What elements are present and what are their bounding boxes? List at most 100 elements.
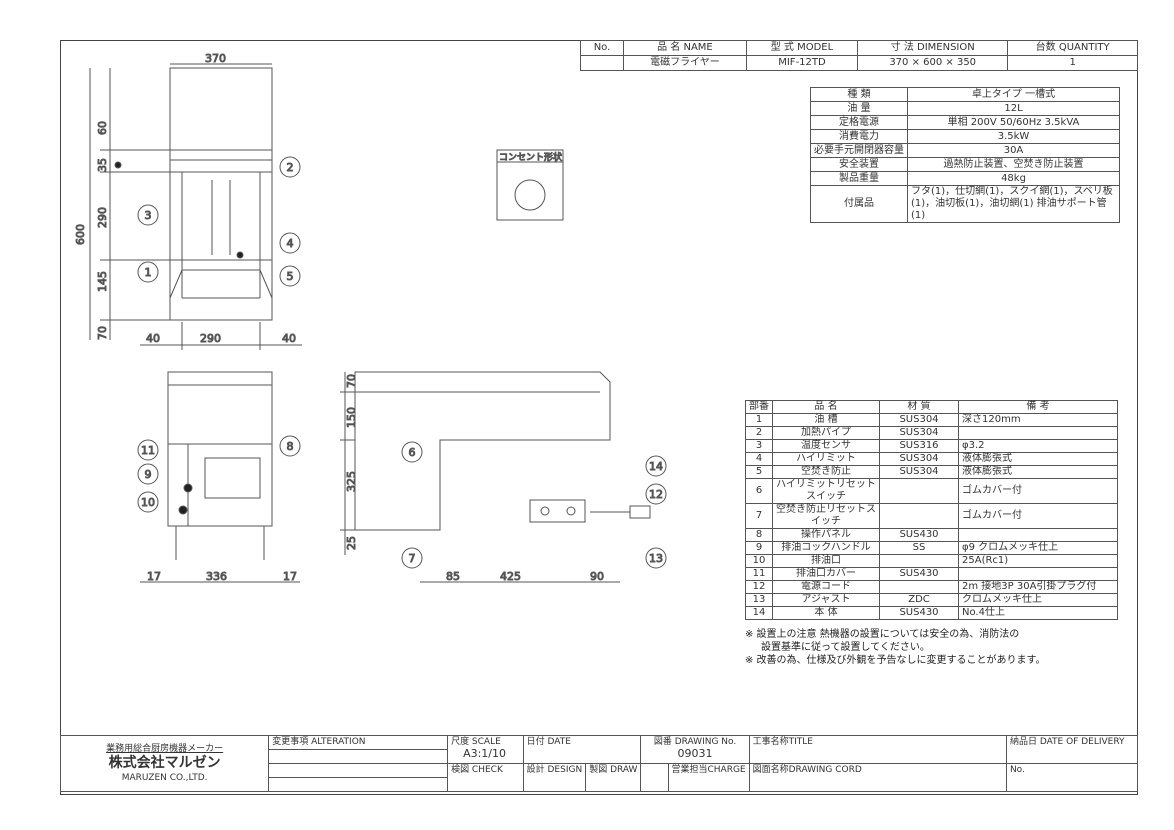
cord-label: 図面名称DRAWING CORD [748,763,1007,792]
draw-label: 製図 DRAW [585,763,642,792]
drawing-no-label: 図番 DRAWING No. [653,737,737,747]
outlet-icon [514,179,546,211]
dim-label: 336 [206,570,227,583]
callout-circle [401,547,423,569]
header-value: 370 × 600 × 350 [857,55,1009,71]
part-material [879,478,959,504]
spec-row: 安全装置過熱防止装置、空焚き防止装置 [810,157,1120,172]
callout-label: 13 [649,552,663,565]
callout-label: 12 [649,488,663,501]
callout-circle [279,435,301,457]
spec-row: 定格電源単相 200V 50/60Hz 3.5kVA [810,115,1120,130]
dim-label: 17 [283,570,297,583]
dim-label: 325 [345,471,358,492]
no-label: No. [1005,763,1139,792]
dim-label: 145 [96,271,109,292]
empty-cell [640,763,669,792]
dim-label: 40 [146,332,160,345]
callout-circle [279,232,301,254]
front-view [89,63,302,350]
callout-circle [401,441,423,463]
part-remark: ゴムカバー付 [958,503,1118,529]
design-label: 設計 DESIGN [522,763,587,792]
scale-label: 尺度 SCALE [451,737,501,747]
dim-label: 40 [282,332,296,345]
callout-label: 11 [141,444,155,457]
notes: ※ 設置上の注意 熱機器の設置については安全の為、消防法の設置基準に従って設置し… [745,628,1118,667]
company-en: MARUZEN CO.,LTD. [121,773,208,783]
company-logo: 株式会社マルゼン [108,755,221,771]
maker-cell: 業務用総合厨房機器メーカー 株式会社マルゼン MARUZEN CO.,LTD. [59,735,270,792]
title-label: 工事名称TITLE [748,735,1007,764]
callout-circle [137,439,159,461]
dim-label: 290 [96,207,109,228]
callout-circle [137,261,159,283]
title-block: 業務用総合厨房機器メーカー 株式会社マルゼン MARUZEN CO.,LTD. … [59,735,1139,792]
header-value [580,55,624,71]
part-material: SUS430 [879,606,959,620]
callout-label: 2 [287,161,294,174]
outlet-label: コンセント形状 [499,151,562,163]
callout-label: 10 [141,496,155,509]
dim-width: 370 [205,52,226,65]
callout-label: 8 [287,440,294,453]
part-name: 本 体 [772,606,880,620]
dim-label: 25 [345,536,358,550]
dim-height: 600 [74,224,87,245]
dim-label: 85 [446,570,460,583]
note-line: ※ 設置上の注意 熱機器の設置については安全の為、消防法の [745,629,1020,640]
spec-value: フタ(1)，仕切網(1)，スクイ網(1)，スベリ板(1)，油切板(1)，油切網(… [907,185,1120,223]
scale-value: A3:1/10 [463,747,506,760]
callout-circle [645,455,667,477]
dim-label: 150 [345,407,358,428]
spec-label: 付属品 [810,185,908,223]
part-no: 6 [745,478,773,504]
dim-label: 90 [590,570,604,583]
callout-label: 1 [145,266,152,279]
callout-label: 7 [409,552,416,565]
spec-row: 種 類卓上タイプ 一槽式 [810,87,1120,102]
part-remark: No.4仕上 [958,606,1118,620]
right-view [340,371,651,583]
header-value: MIF-12TD [745,55,859,71]
callout-label: 6 [409,446,416,459]
charge-label: 営業担当CHARGE [667,763,750,792]
callout-circle [137,204,159,226]
note-line: ※ 改善の為、仕様及び外観を予告なしに変更することがあります。 [745,655,1046,666]
alteration-row [268,777,449,792]
check-label: 検図 CHECK [447,763,524,792]
callout-circle [137,491,159,513]
callout-circle [645,483,667,505]
dim-label: 70 [96,326,109,340]
part-name: 空焚き防止リセットスイッチ [772,503,880,529]
dim-label: 17 [147,570,161,583]
delivery-label: 納品日 DATE OF DELIVERY [1005,735,1139,764]
part-no: 14 [745,606,773,620]
dim-label: 425 [500,570,521,583]
callout-circle [279,265,301,287]
dim-label: 35 [96,158,109,172]
callout-label: 5 [287,270,294,283]
table-header: 部番品 名材 質備 考 [745,400,1118,414]
outlet-box [496,149,564,221]
callout-circle [645,547,667,569]
callout-label: 4 [287,237,294,250]
